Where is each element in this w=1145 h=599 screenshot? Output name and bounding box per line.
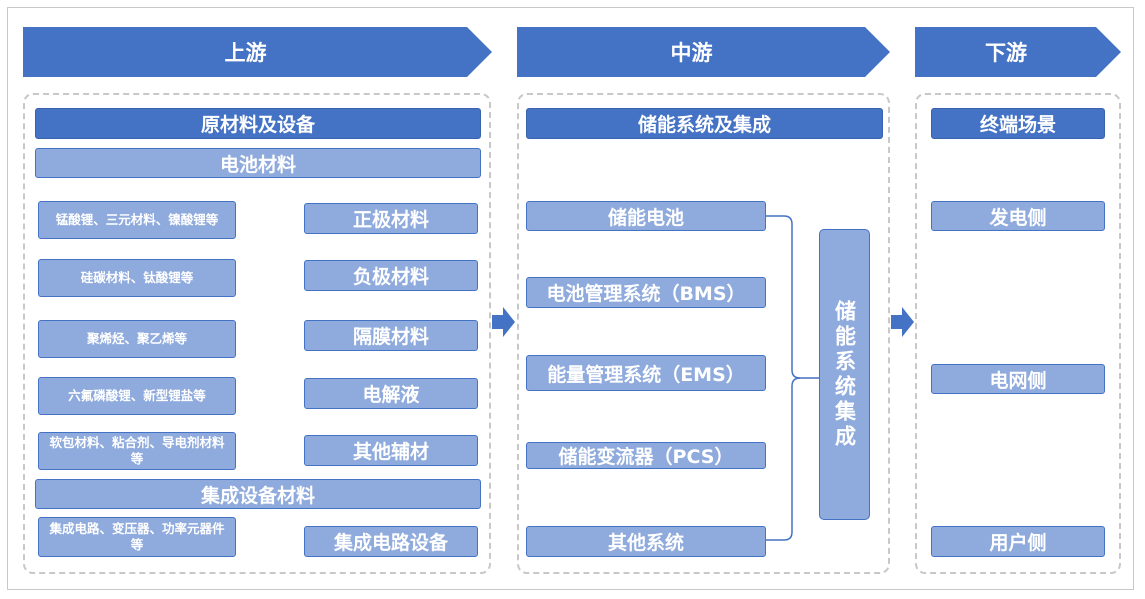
ic-equipment: 集成电路设备	[304, 526, 478, 557]
ic-detail: 集成电路、变压器、功率元器件等	[38, 517, 236, 557]
diagram-frame	[7, 7, 1134, 590]
other-systems: 其他系统	[526, 526, 766, 557]
end-scenarios-header: 终端场景	[931, 108, 1105, 139]
upstream-stage-label: 上游	[23, 27, 492, 77]
midstream-container	[517, 93, 890, 574]
anode-detail: 硅碳材料、钛酸锂等	[38, 259, 236, 297]
storage-battery: 储能电池	[526, 201, 766, 231]
cathode-material: 正极材料	[304, 203, 478, 234]
separator-detail: 聚烯烃、聚乙烯等	[38, 320, 236, 358]
user-side: 用户侧	[931, 526, 1105, 557]
energy-storage-systems-header: 储能系统及集成	[526, 108, 883, 139]
battery-materials-header: 电池材料	[35, 148, 481, 178]
downstream-stage-label: 下游	[915, 27, 1121, 77]
midstream-title: 中游	[670, 41, 713, 65]
integration-bracket	[766, 215, 819, 541]
upstream-arrow-shape	[23, 27, 492, 77]
cathode-detail: 锰酸锂、三元材料、镍酸锂等	[38, 201, 236, 239]
midstream-to-downstream-arrow	[891, 307, 914, 337]
ems: 能量管理系统（EMS）	[526, 355, 766, 391]
grid-side: 电网侧	[931, 364, 1105, 394]
separator-material: 隔膜材料	[304, 320, 478, 351]
pcs: 储能变流器（PCS）	[526, 442, 766, 469]
downstream-title: 下游	[985, 41, 1027, 65]
upstream-to-midstream-arrow	[492, 307, 515, 337]
electrolyte-detail: 六氟磷酸锂、新型锂盐等	[38, 377, 236, 415]
anode-material: 负极材料	[304, 260, 478, 291]
upstream-container	[23, 93, 491, 574]
electrolyte-material: 电解液	[304, 378, 478, 409]
raw-materials-header: 原材料及设备	[35, 108, 481, 139]
integrated-equipment-header: 集成设备材料	[35, 479, 481, 509]
upstream-title: 上游	[224, 41, 267, 65]
system-integration: 储能系统集成	[819, 229, 870, 520]
downstream-arrow-shape	[915, 27, 1121, 77]
auxiliary-material: 其他辅材	[304, 435, 478, 466]
downstream-container	[915, 93, 1121, 574]
midstream-arrow-shape	[517, 27, 890, 77]
auxiliary-detail: 软包材料、粘合剂、导电剂材料等	[38, 432, 236, 470]
midstream-stage-label: 中游	[517, 27, 890, 77]
generation-side: 发电侧	[931, 201, 1105, 231]
bms: 电池管理系统（BMS）	[526, 277, 766, 308]
